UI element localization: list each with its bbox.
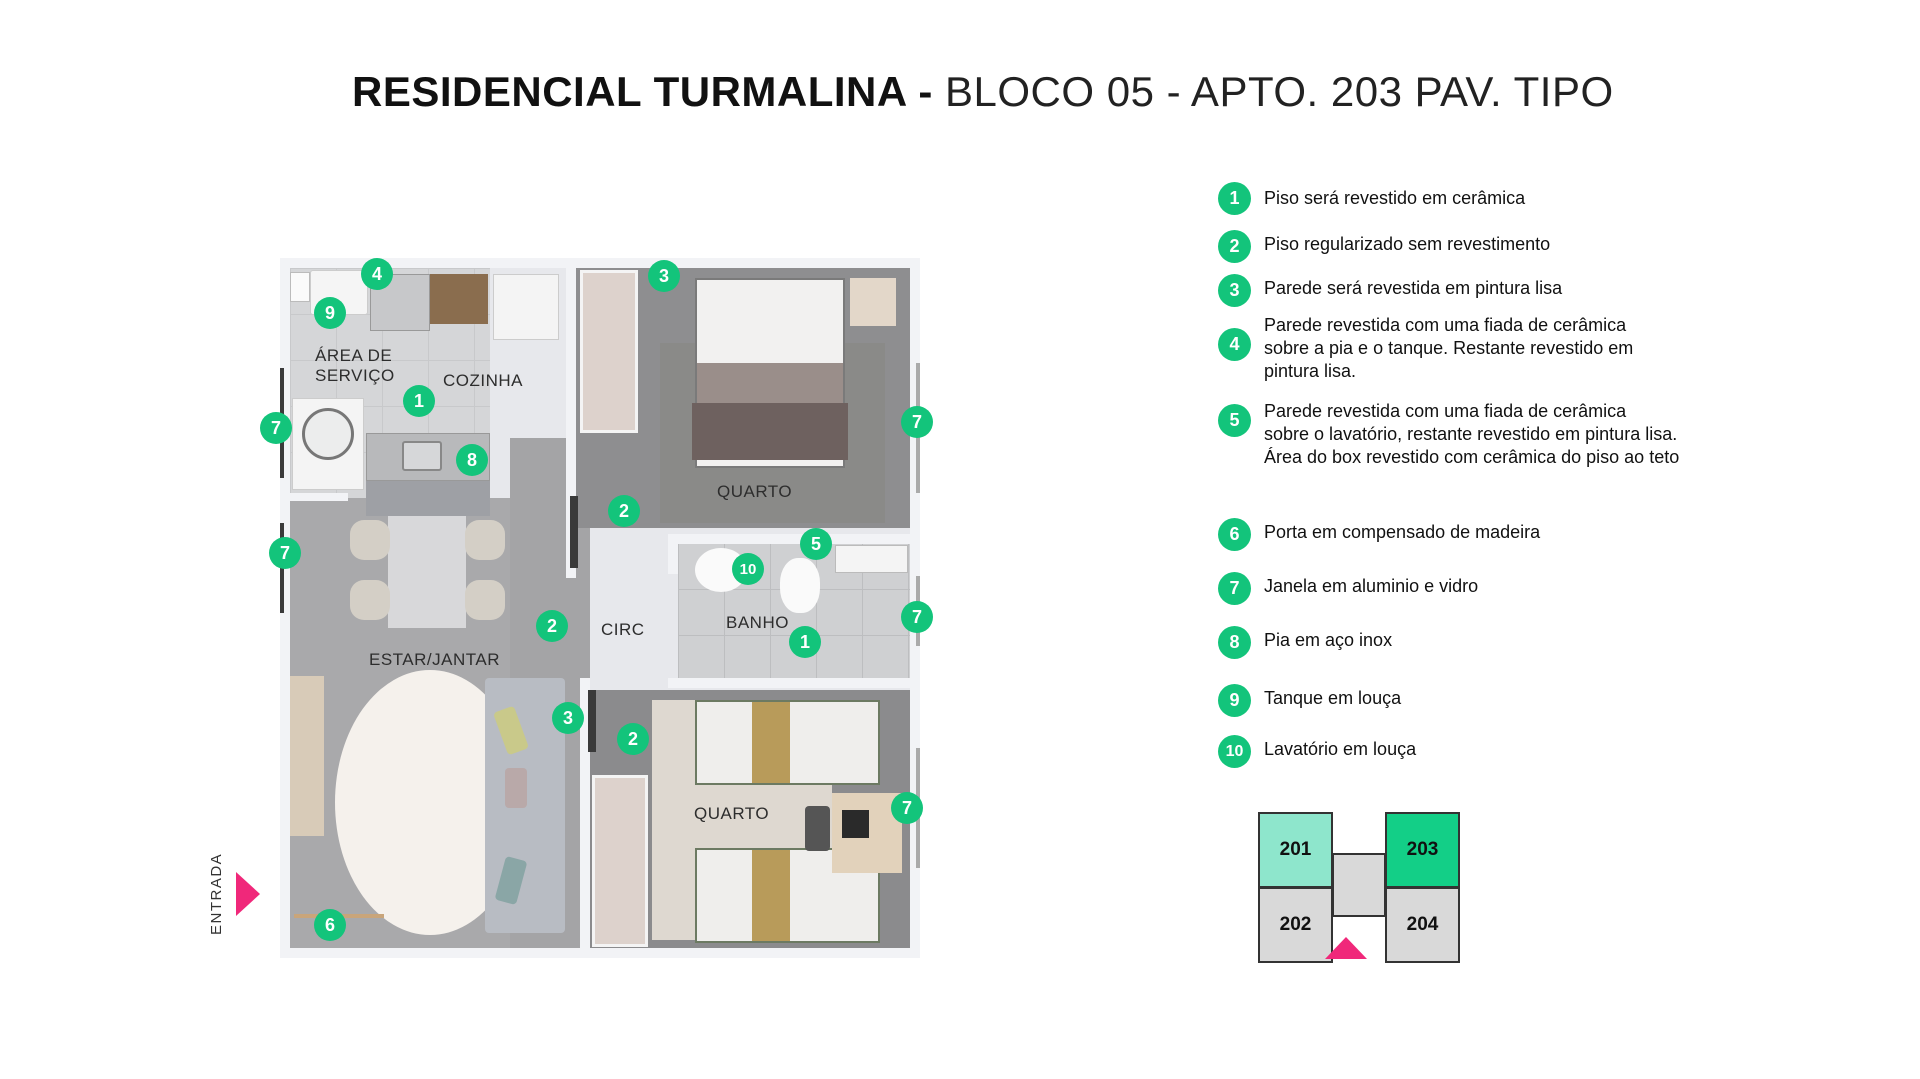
unit-201: 201 <box>1258 812 1333 888</box>
dining-table <box>388 516 466 628</box>
outer-wall-bottom <box>280 948 920 958</box>
legend-text: Lavatório em louça <box>1264 739 1417 759</box>
marker-7: 7 <box>891 792 923 824</box>
cushion <box>505 768 527 808</box>
wall-estar-quarto2 <box>580 678 590 948</box>
marker-7: 7 <box>901 601 933 633</box>
room-label-area-servico: ÁREA DE SERVIÇO <box>315 346 395 385</box>
legend-marker: 9 <box>1218 684 1251 717</box>
legend-text: Janela em aluminio e vidro <box>1264 576 1479 596</box>
marker-7: 7 <box>269 537 301 569</box>
washer-drum <box>302 408 354 460</box>
marker-10: 10 <box>732 553 764 585</box>
wardrobe-1 <box>580 270 638 433</box>
room-label-banho: BANHO <box>726 613 789 632</box>
shower-box <box>835 545 908 573</box>
bed-throw <box>752 702 790 783</box>
wall-service <box>290 493 348 501</box>
legend-marker: 4 <box>1218 328 1251 361</box>
marker-3: 3 <box>648 260 680 292</box>
door-quarto-2 <box>588 690 596 752</box>
wall-kitchen-quarto <box>566 268 576 578</box>
room-label-quarto-2: QUARTO <box>694 804 770 823</box>
legend-marker: 7 <box>1218 572 1251 605</box>
room-label-circ: CIRC <box>601 620 645 639</box>
unit-204: 204 <box>1385 887 1460 963</box>
wardrobe-2 <box>592 775 648 947</box>
building-core <box>1332 853 1386 917</box>
unit-key-map: 201 202 203 204 <box>1258 812 1468 982</box>
wall-banho-bottom <box>668 678 910 688</box>
legend-text: Parede revestida com uma fiada de cerâmi… <box>1264 315 1634 381</box>
legend-marker: 10 <box>1218 735 1251 768</box>
shaft-box <box>290 272 310 302</box>
entrada-arrow-icon <box>236 872 260 916</box>
marker-6: 6 <box>314 909 346 941</box>
laptop <box>842 810 869 838</box>
refrigerator <box>493 274 559 340</box>
marker-3: 3 <box>552 702 584 734</box>
room-label-cozinha: COZINHA <box>443 371 523 390</box>
marker-8: 8 <box>456 444 488 476</box>
chair <box>465 580 505 620</box>
marker-4: 4 <box>361 258 393 290</box>
wall-banho-left <box>668 534 678 574</box>
door-quarto-1 <box>570 496 578 568</box>
legend-text: Porta em compensado de madeira <box>1264 522 1541 542</box>
chair <box>350 580 390 620</box>
legend-marker: 8 <box>1218 626 1251 659</box>
counter-wood <box>430 274 488 324</box>
bed-throw <box>752 850 790 941</box>
countertop-granite <box>366 481 490 516</box>
page-title: RESIDENCIAL TURMALINA - BLOCO 05 - APTO.… <box>352 62 1613 122</box>
legend-marker: 5 <box>1218 404 1251 437</box>
marker-7: 7 <box>260 412 292 444</box>
marker-2: 2 <box>536 610 568 642</box>
toilet <box>780 558 820 613</box>
marker-7: 7 <box>901 406 933 438</box>
legend-marker: 1 <box>1218 182 1251 215</box>
marker-9: 9 <box>314 297 346 329</box>
outer-wall-left <box>280 258 290 958</box>
title-unit: BLOCO 05 - APTO. 203 PAV. TIPO <box>945 68 1614 115</box>
unit-203-selected: 203 <box>1385 812 1460 888</box>
chair <box>465 520 505 560</box>
unit-202: 202 <box>1258 887 1333 963</box>
marker-2: 2 <box>608 495 640 527</box>
legend-text: Pia em aço inox <box>1264 630 1393 650</box>
entrada-label: ENTRADA <box>208 852 225 935</box>
sink-basin <box>402 441 442 471</box>
entrance-arrow-icon <box>1325 937 1367 959</box>
legend-marker: 2 <box>1218 230 1251 263</box>
legend-marker: 3 <box>1218 274 1251 307</box>
marker-5: 5 <box>800 528 832 560</box>
legend-text: Tanque em louça <box>1264 688 1402 708</box>
room-label-estar-jantar: ESTAR/JANTAR <box>369 650 500 669</box>
marker-1: 1 <box>403 385 435 417</box>
marker-1: 1 <box>789 626 821 658</box>
tv-rack <box>290 676 324 836</box>
wall-banho-top <box>668 534 910 544</box>
bed-cover <box>697 363 843 403</box>
legend-marker: 6 <box>1218 518 1251 551</box>
bed-throw <box>692 403 848 460</box>
title-project: RESIDENCIAL TURMALINA - <box>352 68 933 115</box>
chair <box>350 520 390 560</box>
legend-text: Parede revestida com uma fiada de cerâmi… <box>1264 401 1680 467</box>
outer-wall-top <box>280 258 920 268</box>
marker-2: 2 <box>617 723 649 755</box>
nightstand <box>850 278 896 326</box>
legend-text: Piso regularizado sem revestimento <box>1264 234 1551 254</box>
legend-text: Piso será revestido em cerâmica <box>1264 188 1526 208</box>
desk-chair <box>805 806 830 851</box>
legend-text: Parede será revestida em pintura lisa <box>1264 278 1563 298</box>
room-label-quarto-1: QUARTO <box>717 482 793 501</box>
floor-plan: ÁREA DE SERVIÇO COZINHA QUARTO ESTAR/JAN… <box>260 258 933 958</box>
